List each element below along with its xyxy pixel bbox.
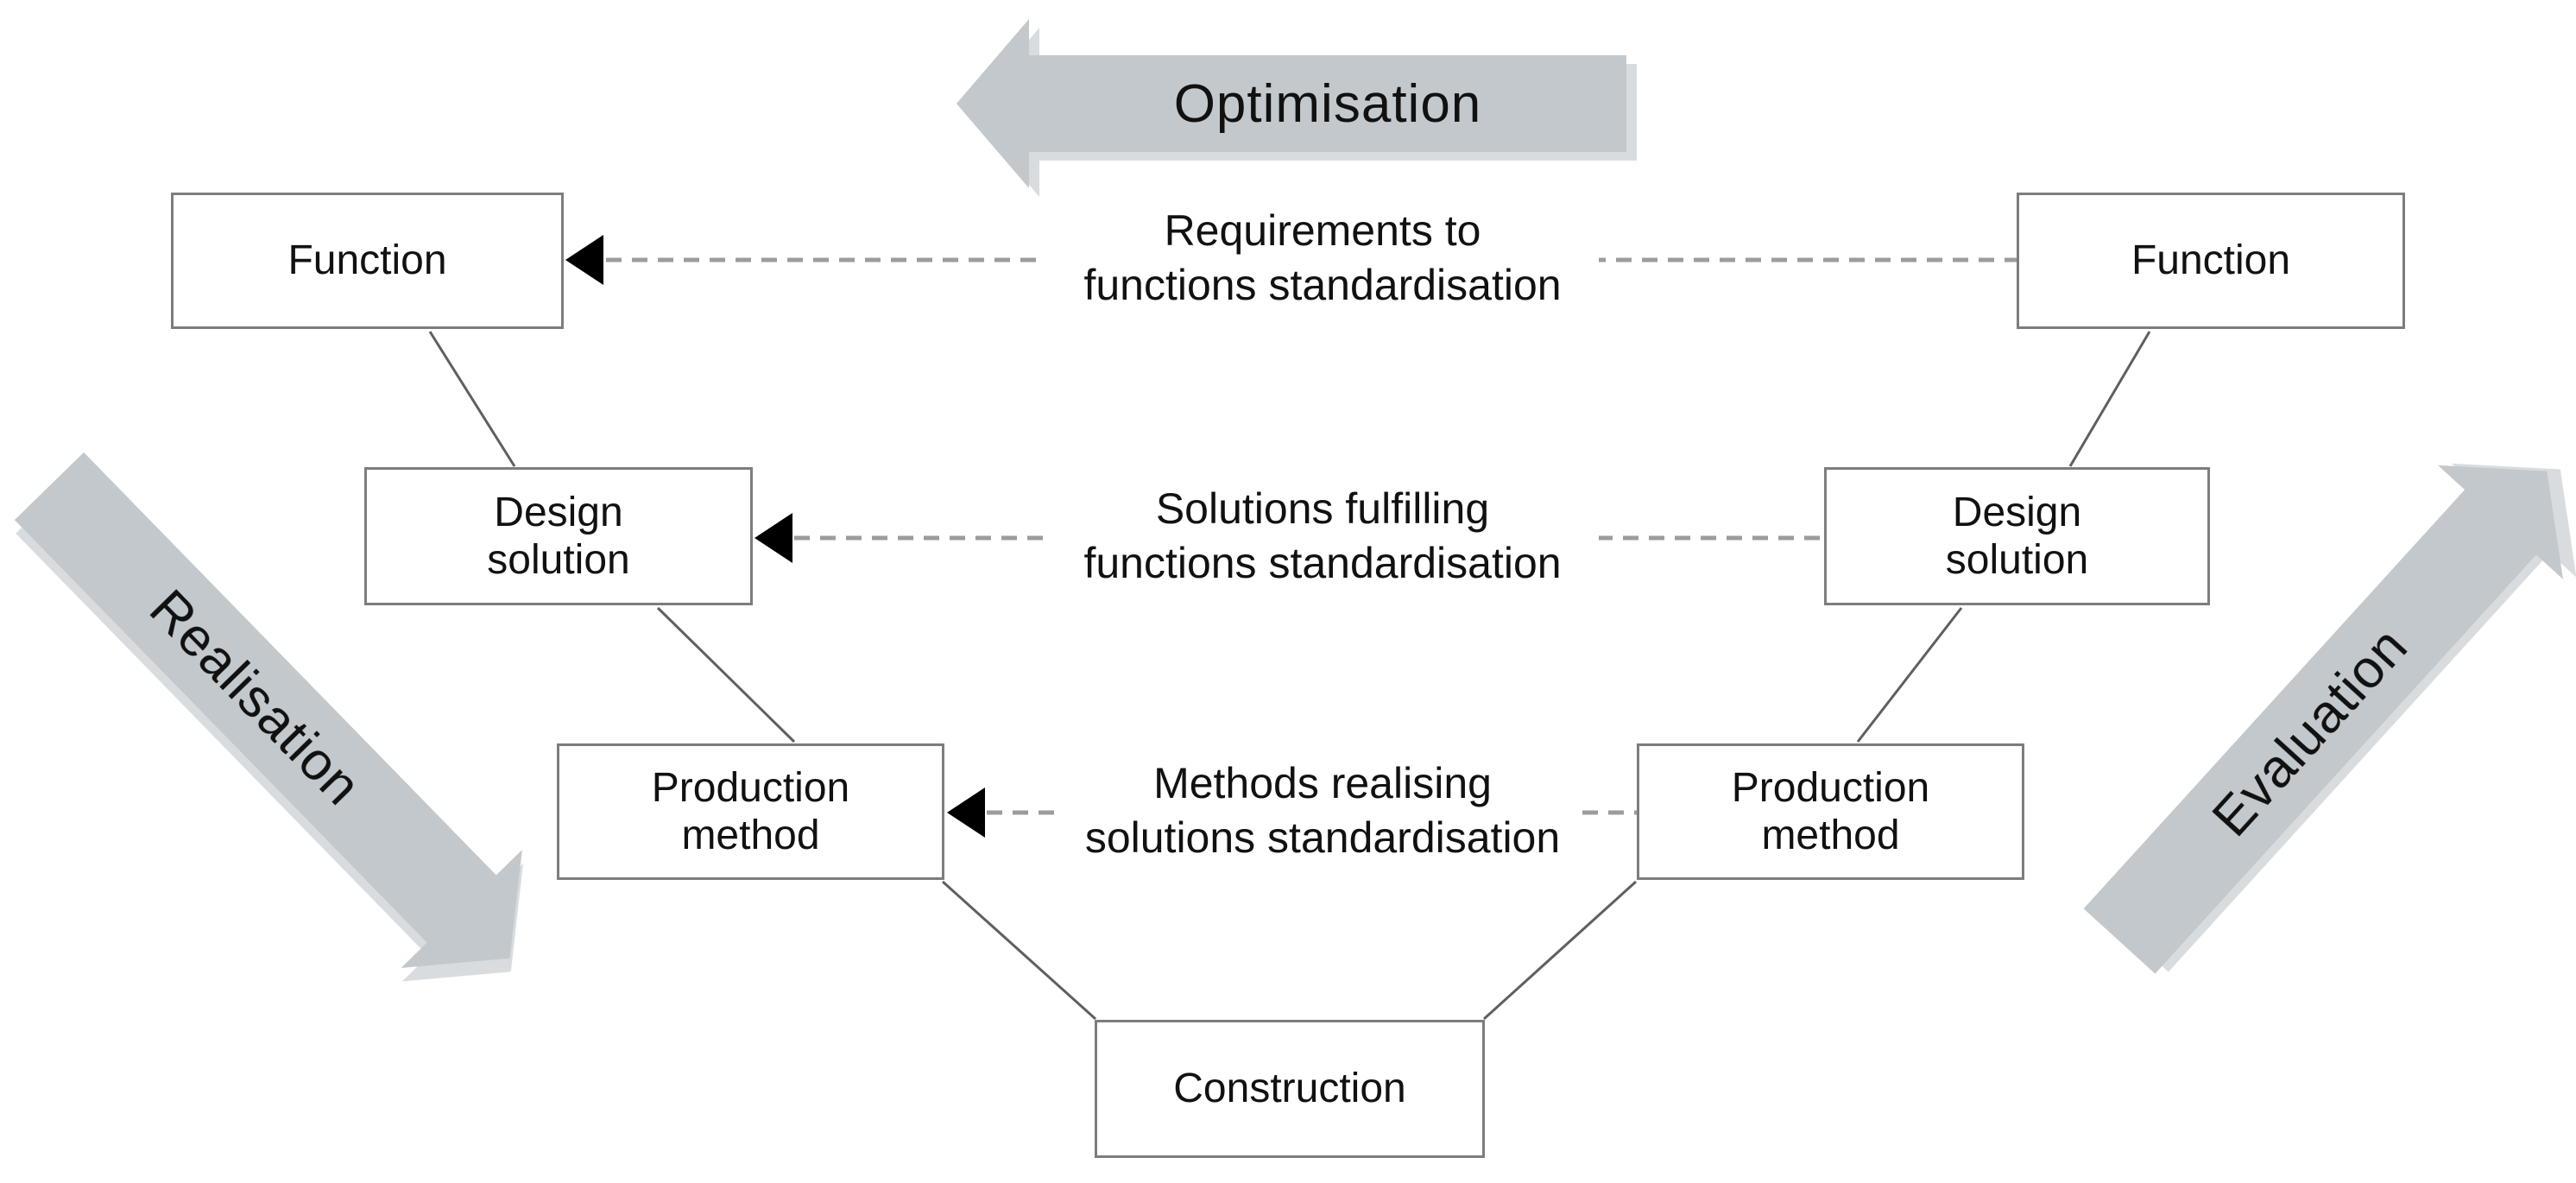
arrowhead-solutions-icon [754,513,792,563]
link-label-requirements: Requirements to functions standardisatio… [1046,200,1599,316]
box-function-right: Function [2017,193,2405,329]
connector-production-construction-right [1482,880,1638,1021]
connector-production-construction-left [941,880,1097,1021]
box-production-method-right: Production method [1637,743,2024,880]
box-function-left-label: Function [287,237,447,284]
connector-design-production-right [1856,607,1963,743]
box-production-method-left: Production method [557,743,944,880]
link-label-methods: Methods realising solutions standardisat… [1064,753,1582,869]
box-production-method-left-label: Production method [651,764,850,858]
optimisation-arrow-label: Optimisation [1173,73,1482,134]
arrow-left-head-icon [957,19,1029,188]
box-construction: Construction [1095,1020,1485,1158]
box-production-method-right-label: Production method [1731,764,1930,858]
connector-design-production-left [656,606,796,743]
arrowhead-methods-icon [947,788,985,838]
box-function-left: Function [171,193,564,329]
box-construction-label: Construction [1173,1066,1406,1112]
link-label-solutions: Solutions fulfilling functions standardi… [1046,478,1599,594]
box-design-solution-right: Design solution [1824,467,2210,605]
box-function-right-label: Function [2131,237,2291,284]
connector-function-design-right [2068,331,2151,467]
box-design-solution-left: Design solution [364,467,753,605]
connector-function-design-left [428,331,516,467]
arrowhead-requirements-icon [565,235,603,285]
optimisation-arrow: Optimisation [957,19,1626,188]
box-design-solution-right-label: Design solution [1945,489,2089,583]
box-design-solution-left-label: Design solution [487,489,630,583]
